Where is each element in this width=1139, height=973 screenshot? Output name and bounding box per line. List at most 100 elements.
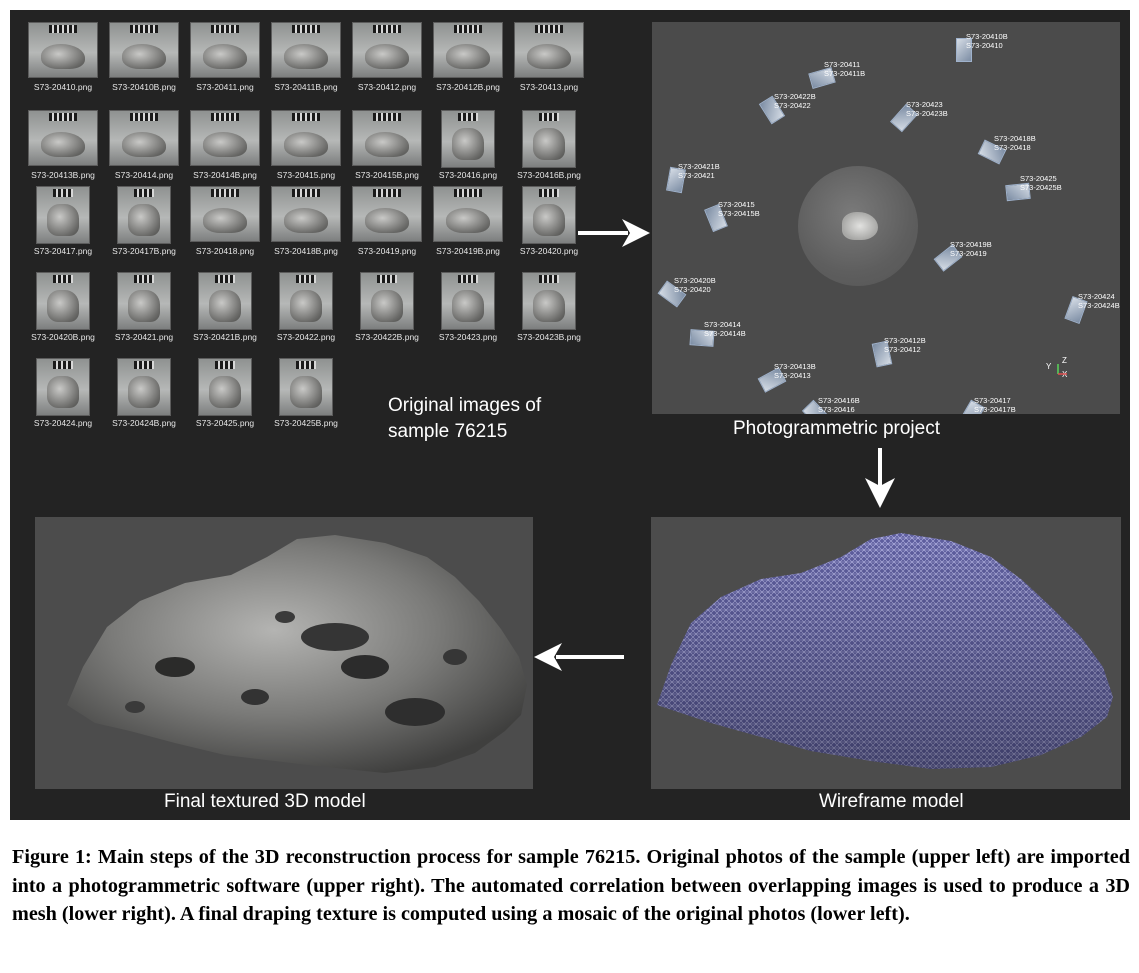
thumbnail-filename: S73-20425B.png — [274, 418, 338, 428]
thumbnail-filename: S73-20419.png — [357, 246, 417, 256]
thumbnail-filename: S73-20421.png — [114, 332, 174, 342]
thumbnail-image — [190, 186, 260, 242]
camera-label: S73-20418B — [994, 134, 1036, 143]
thumbnail-item: S73-20420B.png — [22, 272, 104, 360]
thumbnail-filename: S73-20415.png — [276, 170, 336, 180]
thumbnail-filename: S73-20413B.png — [31, 170, 95, 180]
camera-label: S73-20410B — [966, 32, 1008, 41]
thumbnail-image — [441, 110, 495, 168]
camera-label: S73-20419 — [950, 249, 987, 258]
camera-label: S73-20417B — [974, 405, 1016, 414]
thumbnail-image — [271, 186, 341, 242]
thumbnail-filename: S73-20418.png — [195, 246, 255, 256]
thumbnail-filename: S73-20425.png — [195, 418, 255, 428]
axis-z-label: Z — [1062, 356, 1067, 365]
thumbnail-image — [190, 110, 260, 166]
thumbnail-image — [36, 186, 90, 244]
thumbnail-filename: S73-20411.png — [196, 82, 254, 92]
wireframe-model-label: Wireframe model — [819, 791, 964, 812]
arrow-right-icon — [578, 219, 650, 247]
thumbnail-image — [36, 272, 90, 330]
thumbnail-image — [28, 110, 98, 166]
thumbnail-image — [352, 186, 422, 242]
camera-label: S73-20421 — [678, 171, 715, 180]
thumbnail-item: S73-20424.png — [22, 358, 104, 446]
thumbnail-item: S73-20424B.png — [103, 358, 185, 446]
textured-model-view — [35, 517, 533, 789]
thumbnail-item: S73-20416.png — [427, 110, 509, 198]
camera-label: S73-20411B — [824, 69, 866, 78]
thumbnail-image — [522, 110, 576, 168]
thumbnail-item: S73-20423B.png — [508, 272, 590, 360]
thumbnail-image — [522, 272, 576, 330]
thumbnail-item: S73-20418B.png — [265, 186, 347, 274]
camera-label: S73-20414B — [704, 329, 746, 338]
camera-label: S73-20417 — [974, 396, 1011, 405]
thumbnail-image — [28, 22, 98, 78]
thumbnail-image — [117, 358, 171, 416]
figure-caption: Figure 1: Main steps of the 3D reconstru… — [12, 846, 1130, 925]
camera-label: S73-20421B — [678, 162, 720, 171]
thumbnail-image — [117, 272, 171, 330]
thumbnail-item: S73-20418.png — [184, 186, 266, 274]
arrow-down-icon — [865, 448, 895, 508]
camera-label: S73-20418 — [994, 143, 1031, 152]
thumbnail-filename: S73-20419B.png — [436, 246, 500, 256]
camera-label: S73-20423B — [906, 109, 948, 118]
thumbnail-item: S73-20422B.png — [346, 272, 428, 360]
thumbnail-item: S73-20422.png — [265, 272, 347, 360]
camera-frustum — [956, 38, 972, 62]
camera-label: S73-20420 — [674, 285, 711, 294]
thumbnail-item: S73-20425B.png — [265, 358, 347, 446]
thumbnail-filename: S73-20416.png — [438, 170, 498, 180]
original-images-label-line1: Original images of — [388, 395, 542, 416]
thumbnail-item: S73-20414.png — [103, 110, 185, 198]
thumbnail-item: S73-20417.png — [22, 186, 104, 274]
thumbnail-image — [36, 358, 90, 416]
thumbnail-item: S73-20412B.png — [427, 22, 509, 110]
thumbnail-item: S73-20419B.png — [427, 186, 509, 274]
thumbnail-item: S73-20421B.png — [184, 272, 266, 360]
original-images-label: Original images of sample 76215 — [388, 393, 541, 445]
thumbnail-image — [279, 272, 333, 330]
thumbnail-item: S73-20419.png — [346, 186, 428, 274]
camera-label: S73-20414 — [704, 320, 741, 329]
thumbnail-filename: S73-20412B.png — [436, 82, 500, 92]
thumbnail-image — [522, 186, 576, 244]
photogrammetric-label: Photogrammetric project — [733, 418, 940, 439]
thumbnail-image — [109, 110, 179, 166]
thumbnail-image — [433, 186, 503, 242]
thumbnail-filename: S73-20415B.png — [355, 170, 419, 180]
camera-label: S73-20416B — [818, 396, 860, 405]
thumbnail-item: S73-20413B.png — [22, 110, 104, 198]
camera-label: S73-20415B — [718, 209, 760, 218]
camera-label: S73-20423 — [906, 100, 943, 109]
thumbnail-item: S73-20412.png — [346, 22, 428, 110]
thumbnail-image — [441, 272, 495, 330]
original-images-label-line2: sample 76215 — [388, 421, 508, 442]
thumbnail-item: S73-20416B.png — [508, 110, 590, 198]
thumbnail-filename: S73-20417B.png — [112, 246, 176, 256]
thumbnail-filename: S73-20422.png — [276, 332, 336, 342]
thumbnail-item: S73-20425.png — [184, 358, 266, 446]
camera-label: S73-20416 — [818, 405, 855, 414]
thumbnail-filename: S73-20414B.png — [193, 170, 257, 180]
thumbnail-filename: S73-20410B.png — [112, 82, 176, 92]
thumbnail-filename: S73-20413.png — [519, 82, 579, 92]
thumbnail-filename: S73-20423.png — [438, 332, 498, 342]
camera-label: S73-20424 — [1078, 292, 1115, 301]
thumbnail-filename: S73-20422B.png — [355, 332, 419, 342]
thumbnail-image — [433, 22, 503, 78]
arrow-left-icon — [534, 643, 624, 671]
wireframe-rock-render — [657, 533, 1113, 769]
thumbnail-item: S73-20413.png — [508, 22, 590, 110]
thumbnail-item: S73-20415B.png — [346, 110, 428, 198]
thumbnail-filename: S73-20416B.png — [517, 170, 581, 180]
thumbnail-item: S73-20414B.png — [184, 110, 266, 198]
textured-rock-render — [67, 535, 527, 773]
thumbnail-item: S73-20421.png — [103, 272, 185, 360]
thumbnail-filename: S73-20421B.png — [193, 332, 257, 342]
camera-label: S73-20413B — [774, 362, 816, 371]
thumbnail-filename: S73-20424.png — [33, 418, 93, 428]
